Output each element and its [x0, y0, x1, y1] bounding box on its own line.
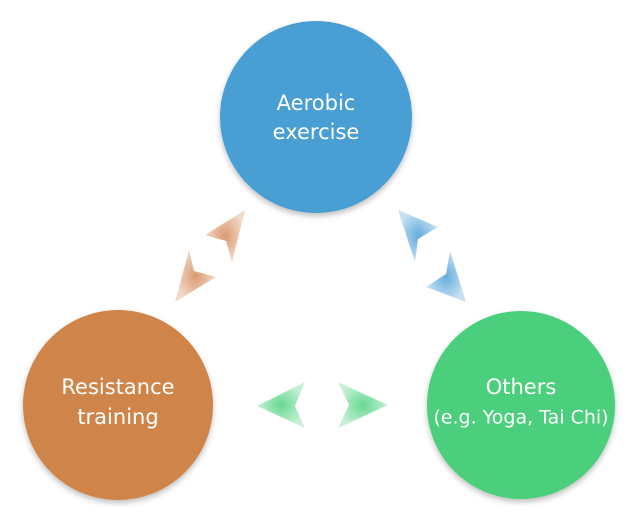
arrow-head-to-aerobic	[398, 210, 438, 262]
node-label-line1: Resistance	[61, 375, 174, 399]
node-circle	[220, 21, 412, 213]
arrow-head-to-others	[426, 251, 466, 302]
arrow-head-to-resistance	[175, 250, 216, 302]
arrow-head-to-others	[338, 382, 388, 428]
node-label-line1: Others	[486, 375, 557, 399]
node-resistance-training: Resistance training	[23, 310, 213, 500]
node-label-line1: Aerobic	[277, 91, 356, 115]
node-circle	[427, 311, 615, 499]
node-others: Others (e.g. Yoga, Tai Chi)	[427, 311, 615, 499]
arrow-aerobic-others	[398, 210, 466, 302]
arrow-head-to-aerobic	[205, 210, 245, 262]
arrow-resistance-others	[257, 382, 388, 428]
arrow-aerobic-resistance	[175, 210, 245, 302]
arrow-head-to-resistance	[257, 382, 305, 428]
node-aerobic-exercise: Aerobic exercise	[220, 21, 412, 213]
node-label-line2: (e.g. Yoga, Tai Chi)	[433, 407, 608, 429]
node-circle	[23, 310, 213, 500]
node-label-line2: exercise	[273, 120, 360, 144]
node-label-line2: training	[77, 405, 158, 429]
